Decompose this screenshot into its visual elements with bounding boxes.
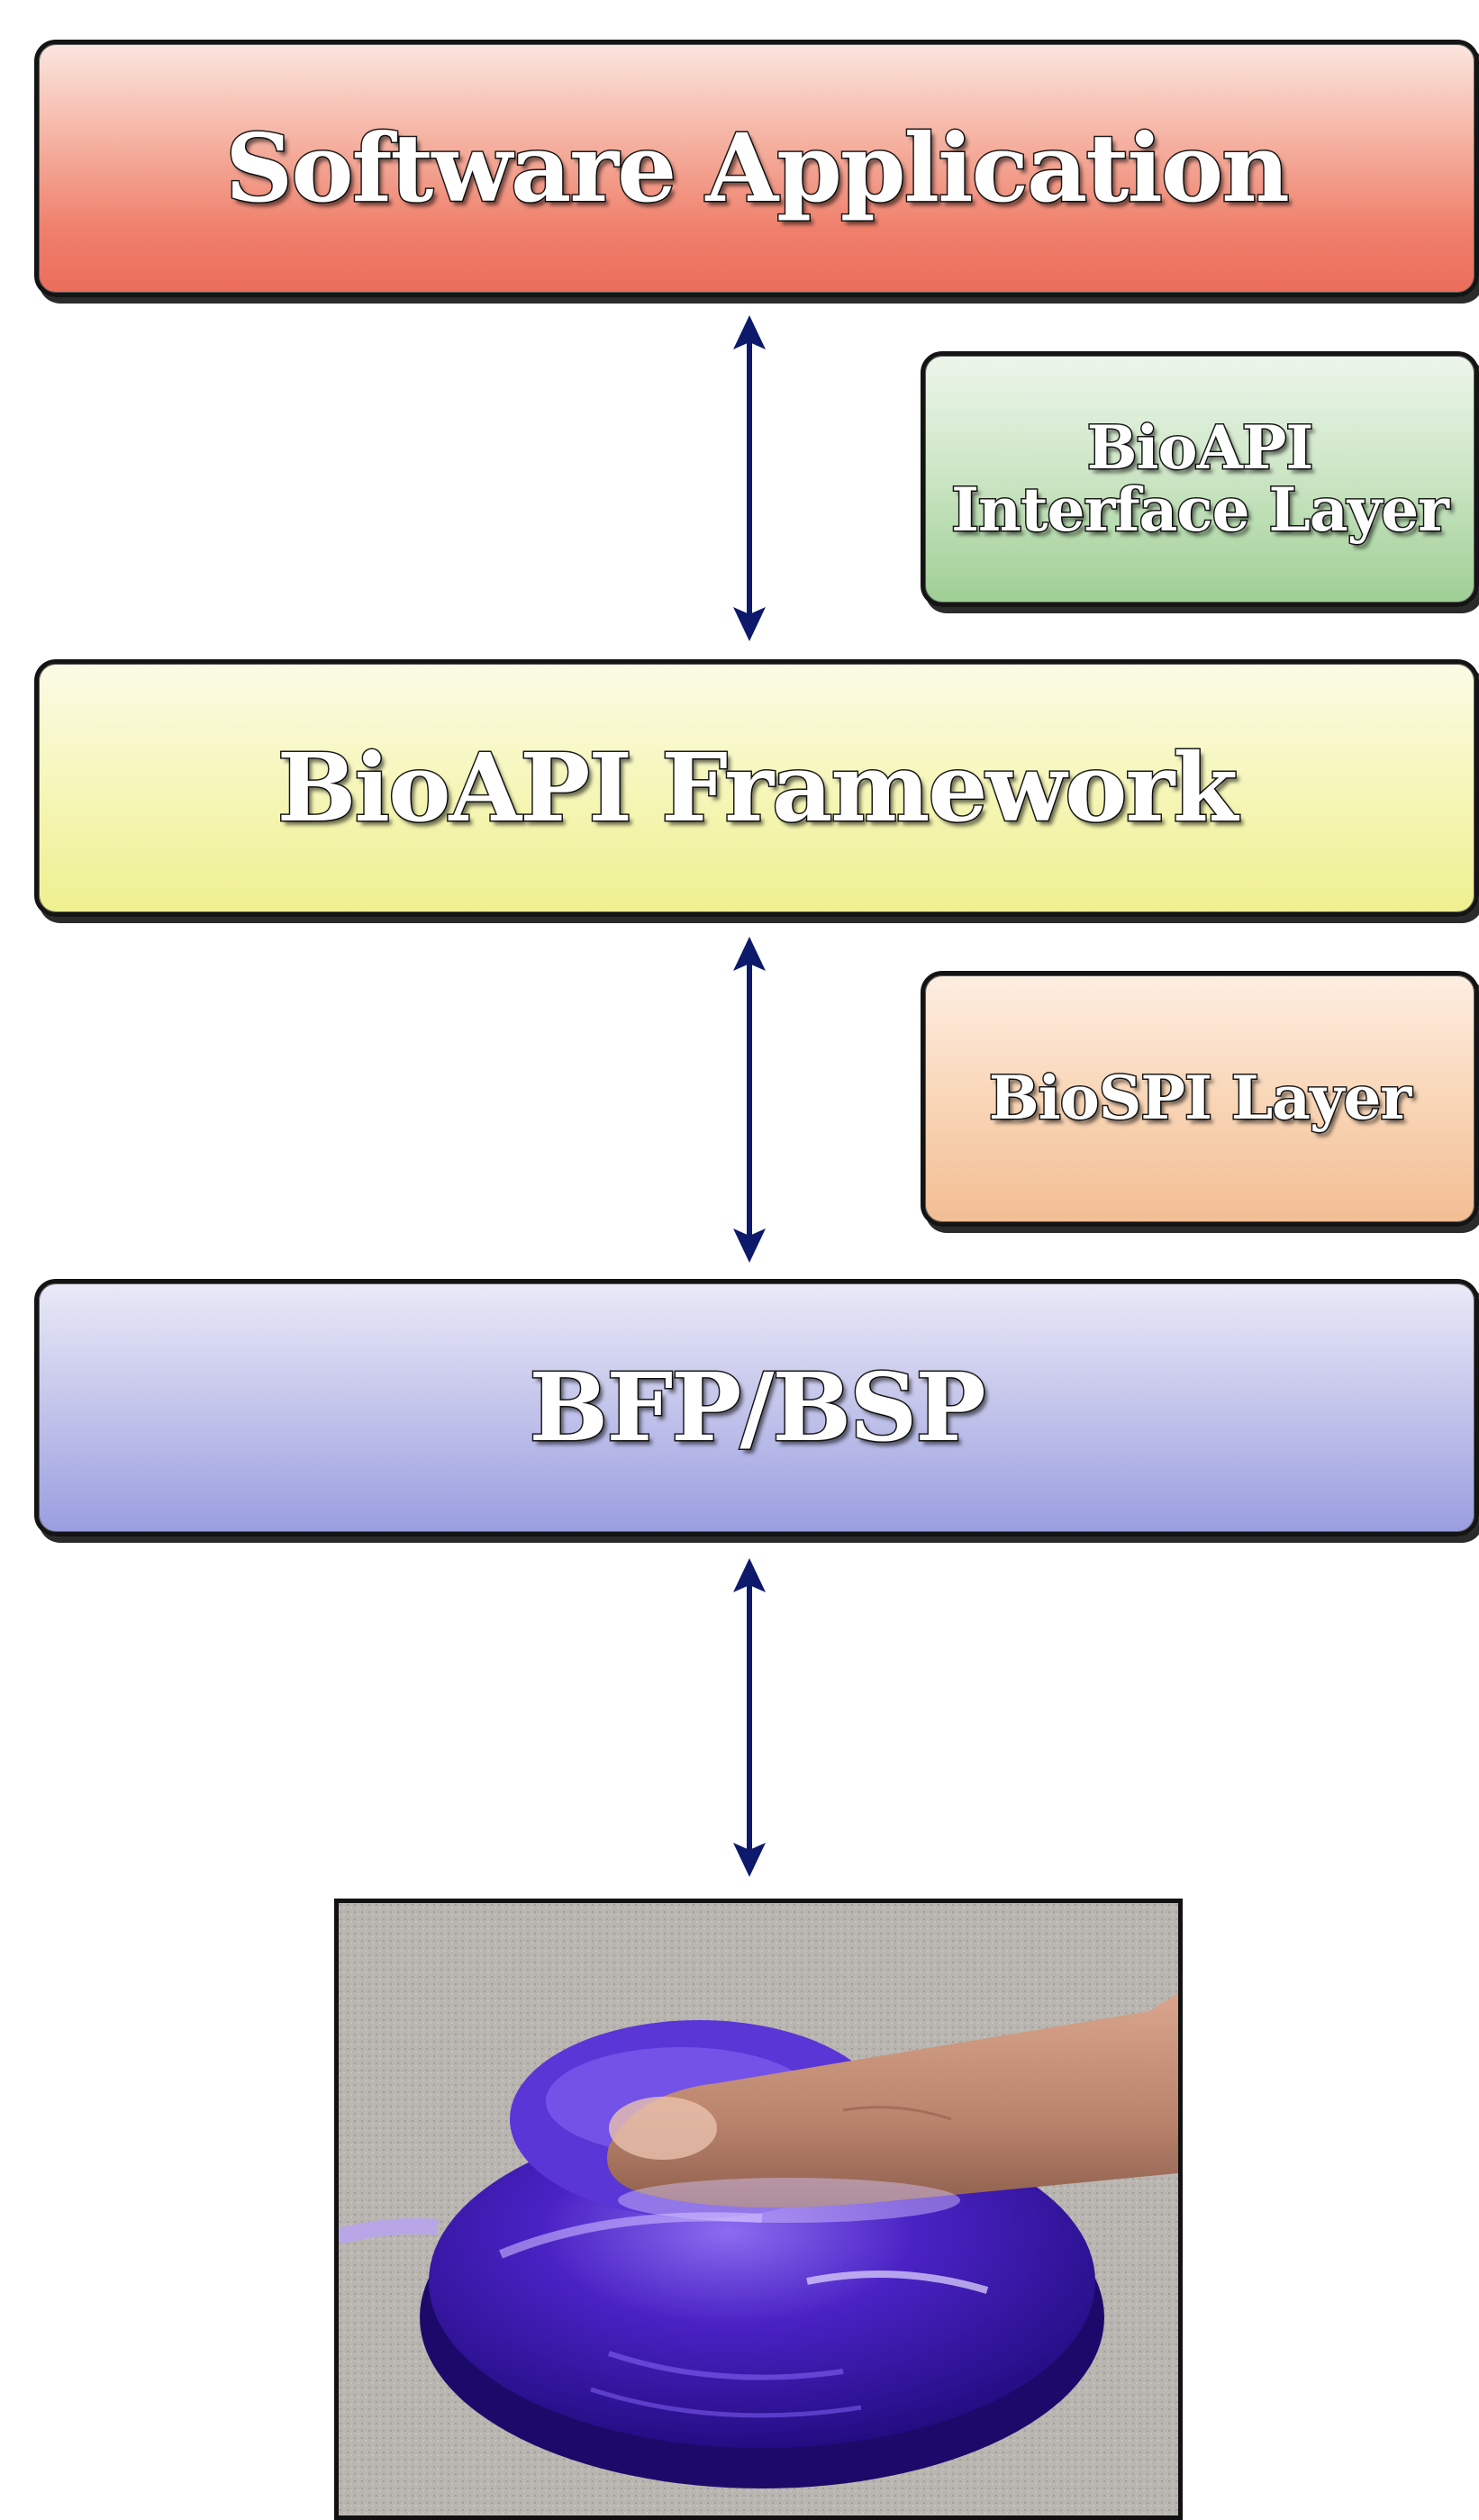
bioapi-interface-layer-box: BioAPI Interface Layer bbox=[921, 351, 1479, 607]
double-arrow-icon-app-framework bbox=[733, 315, 766, 641]
bfp-bsp-box: BFP/BSP bbox=[34, 1279, 1479, 1536]
fingerprint-scanner-photo bbox=[334, 1899, 1183, 2520]
bioapi-interface-layer-label: BioAPI Interface Layer bbox=[950, 412, 1451, 545]
biospi-layer-box: BioSPI Layer bbox=[921, 971, 1479, 1227]
double-arrow-icon-bfp-device bbox=[733, 1558, 766, 1877]
bioapi-framework-label: BioAPI Framework bbox=[276, 732, 1239, 844]
bfp-bsp-label: BFP/BSP bbox=[528, 1352, 987, 1464]
software-application-label: Software Application bbox=[224, 113, 1292, 224]
bioapi-framework-box: BioAPI Framework bbox=[34, 659, 1479, 917]
biospi-layer-label: BioSPI Layer bbox=[987, 1063, 1412, 1134]
double-arrow-icon-framework-bfp bbox=[733, 937, 766, 1263]
software-application-box: Software Application bbox=[34, 40, 1479, 297]
fingerprint-scanner-icon bbox=[339, 1903, 1178, 2515]
